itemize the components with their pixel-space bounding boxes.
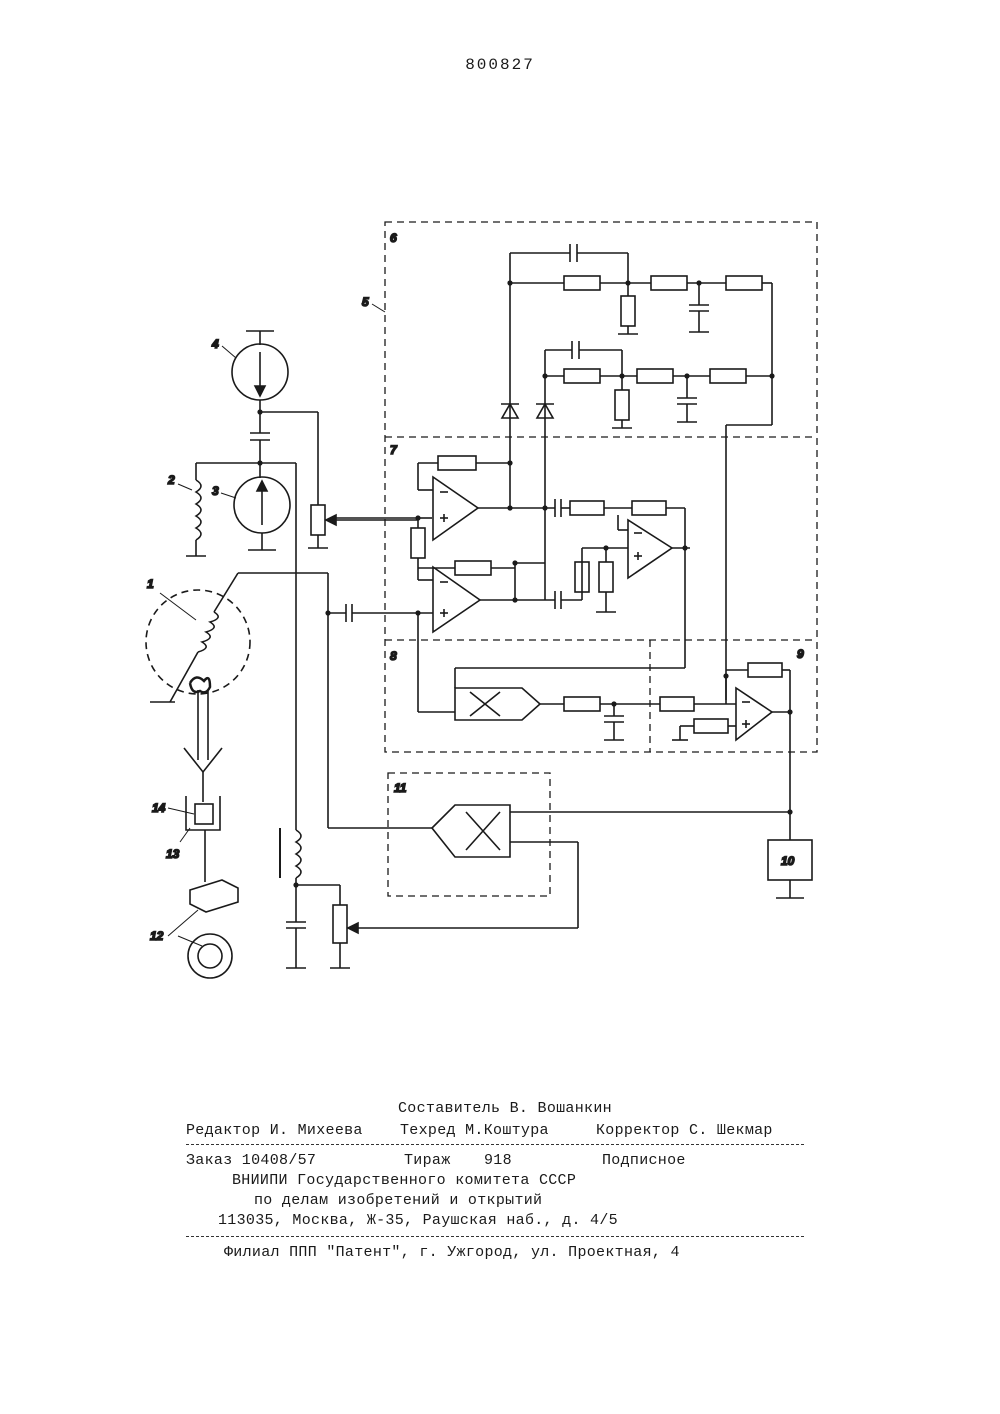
label-1: 1 (147, 577, 154, 591)
org-line-2: по делам изобретений и открытий (254, 1192, 542, 1209)
generator-4 (232, 331, 318, 505)
editor-line: Редактор И. Михеева (186, 1122, 363, 1139)
subscription-line: Подписное (602, 1152, 686, 1169)
diode-pair (501, 404, 554, 418)
label-9: 9 (797, 647, 804, 661)
circulation-value: 918 (484, 1152, 512, 1169)
label-2: 2 (167, 473, 175, 487)
circulation-label: Тираж (404, 1152, 451, 1169)
label-12: 12 (150, 929, 164, 943)
label-10: 10 (781, 854, 795, 868)
label-13: 13 (166, 847, 180, 861)
label-11: 11 (394, 781, 407, 795)
block-8-multiplier (455, 688, 660, 740)
welding-electrode (184, 690, 238, 978)
generator-3 (234, 463, 296, 830)
corrector-line: Корректор С. Шекмар (596, 1122, 773, 1139)
lc-circuit-lower (280, 828, 358, 968)
divider-1 (186, 1144, 804, 1145)
sensor-coil-1 (146, 573, 433, 828)
block-10-indicator (768, 840, 812, 898)
techred-line: Техред М.Коштура (400, 1122, 549, 1139)
label-4: 4 (211, 337, 219, 351)
branch-line: Филиал ППП "Патент", г. Ужгород, ул. Про… (224, 1244, 680, 1261)
circuit-diagram: 1 2 3 4 5 6 7 8 9 10 11 12 13 14 (0, 0, 1000, 1000)
label-14: 14 (152, 801, 166, 815)
block-5-dashed-frame (385, 222, 817, 896)
block-11-multiplier (328, 805, 790, 928)
inductor-2 (186, 463, 260, 556)
org-line-1: ВНИИПИ Государственного комитета СССР (232, 1172, 576, 1189)
label-6: 6 (390, 231, 397, 245)
filter-chain-upper (510, 244, 772, 510)
compiler-line: Составитель В. Вошанкин (398, 1100, 612, 1117)
divider-2 (186, 1236, 804, 1237)
address-line: 113035, Москва, Ж-35, Раушская наб., д. … (218, 1212, 618, 1229)
label-8: 8 (390, 649, 397, 663)
filter-chain-lower (545, 341, 772, 700)
label-leaders (160, 304, 385, 946)
label-5: 5 (362, 295, 369, 309)
potentiometer-upper (308, 505, 418, 548)
junction-dots (257, 280, 792, 887)
order-line: Заказ 10408/57 (186, 1152, 316, 1169)
label-7: 7 (390, 443, 398, 457)
label-3: 3 (212, 484, 219, 498)
